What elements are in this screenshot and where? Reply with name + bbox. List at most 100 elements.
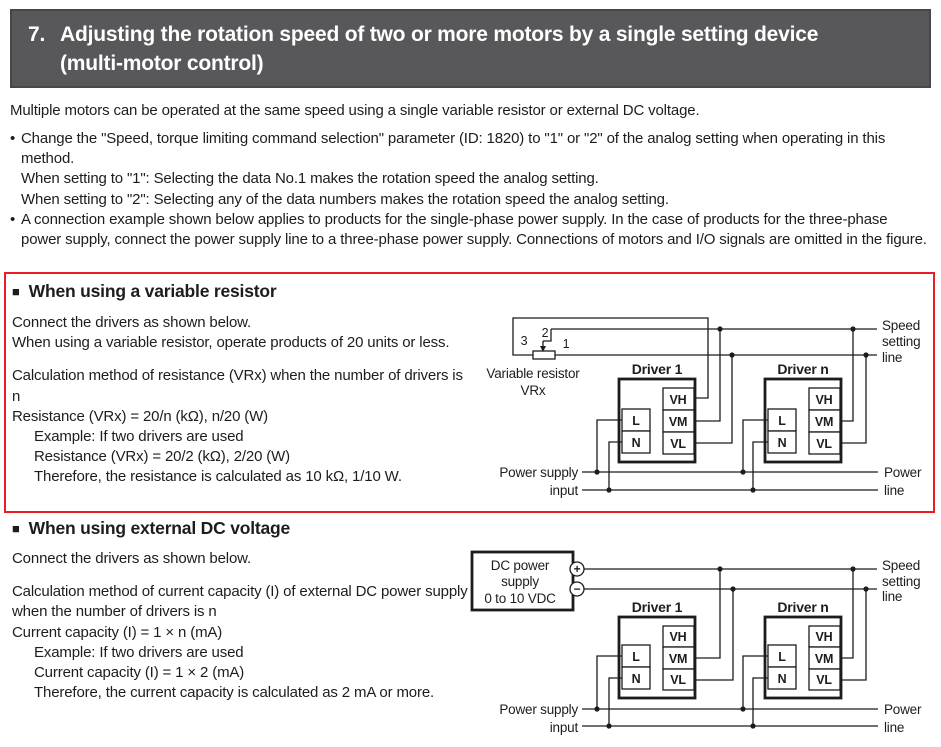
speed-setting-line-label: Speed — [882, 558, 920, 573]
driver1-l-wire — [596, 419, 622, 472]
plus-sign: + — [574, 562, 581, 576]
terminal-vm: VM — [669, 415, 687, 429]
heading-text: When using external DC voltage — [28, 518, 291, 538]
paragraph: Calculation method of current capacity (… — [12, 583, 468, 621]
driver-n-vm-wire — [840, 569, 854, 659]
terminal-vh: VH — [816, 393, 833, 407]
example-line: Therefore, the current capacity is calcu… — [34, 684, 435, 702]
driver-n-vl-wire — [840, 355, 867, 444]
driver-n-vm-wire — [840, 329, 854, 422]
bullet-text: A connection example shown below applies… — [21, 210, 927, 249]
speed-setting-line-label: setting — [882, 574, 920, 589]
heading-external-dc-voltage: ■ When using external DC voltage — [12, 518, 290, 539]
terminal-l: L — [778, 650, 786, 664]
power-supply-label: Power supply — [499, 702, 578, 717]
square-bullet-icon: ■ — [12, 284, 20, 299]
minus-sign: − — [574, 582, 581, 596]
terminal-vm: VM — [815, 415, 833, 429]
dc-supply-label: DC power — [491, 558, 550, 573]
driver-n-l-wire — [742, 419, 768, 472]
section-title-bar: 7. Adjusting the rotation speed of two o… — [10, 9, 931, 88]
terminal-vh: VH — [670, 393, 687, 407]
dc-supply-label: supply — [501, 574, 539, 589]
driver-n-label: Driver n — [777, 599, 828, 615]
example-line: Therefore, the resistance is calculated … — [34, 468, 402, 486]
terminal-vl: VL — [816, 437, 832, 451]
power-line-label: Power — [884, 465, 922, 480]
square-bullet-icon: ■ — [12, 521, 20, 536]
driver-n-vl-wire — [840, 589, 867, 681]
terminal-2-label: 2 — [542, 326, 549, 340]
driver-n-n-wire — [752, 677, 768, 726]
intro-paragraph: Multiple motors can be operated at the s… — [10, 102, 700, 119]
dc-power-supply-block: DC power supply 0 to 10 VDC + − — [470, 550, 585, 612]
power-input-label: input — [550, 483, 579, 498]
example-line: Current capacity (I) = 1 × 2 (mA) — [34, 664, 245, 682]
formula: Current capacity (I) = 1 × n (mA) — [12, 623, 223, 641]
driver1-n-wire — [608, 441, 622, 490]
paragraph: Connect the drivers as shown below. — [12, 550, 252, 567]
bullet-text: Change the "Speed, torque limiting comma… — [21, 130, 886, 168]
terminal-n: N — [778, 436, 787, 450]
variable-resistor-label: Variable resistor — [486, 366, 580, 381]
terminal-vm: VM — [669, 652, 687, 666]
driver-n-block: Driver n L N VH VM VL — [763, 361, 843, 464]
terminal-vl: VL — [670, 437, 686, 451]
section-number: 7. — [28, 23, 46, 46]
power-supply-label: Power supply — [499, 465, 578, 480]
driver-n-l-wire — [742, 655, 768, 709]
speed-setting-line-label: setting — [882, 334, 920, 349]
terminal-vh: VH — [816, 630, 833, 644]
driver-n-n-wire — [752, 441, 768, 490]
terminal-l: L — [632, 414, 640, 428]
terminal-1-label: 1 — [563, 337, 570, 351]
driver1-label: Driver 1 — [632, 599, 683, 615]
speed-setting-line-label: Speed — [882, 318, 920, 333]
bullet-subline-setting1: When setting to "1": Selecting the data … — [21, 170, 599, 188]
speed-setting-line-label: line — [882, 589, 902, 604]
paragraph: Connect the drivers as shown below. — [12, 314, 252, 331]
example-line: Example: If two drivers are used — [34, 428, 244, 446]
dc-supply-label: 0 to 10 VDC — [484, 591, 556, 606]
terminal-3-label: 3 — [521, 334, 528, 348]
driver-n-label: Driver n — [777, 361, 828, 377]
formula: Resistance (VRx) = 20/n (kΩ), n/20 (W) — [12, 407, 269, 425]
intro-bullet-list: • Change the "Speed, torque limiting com… — [10, 129, 931, 250]
driver-n-block: Driver n L N VH VM VL — [763, 599, 843, 700]
driver1-label: Driver 1 — [632, 361, 683, 377]
section-title-line1: Adjusting the rotation speed of two or m… — [60, 23, 819, 46]
driver1-vm-wire — [694, 569, 721, 659]
example-line: Example: If two drivers are used — [34, 643, 244, 661]
power-input-label: input — [550, 720, 579, 735]
section-title-line2: (multi-motor control) — [60, 52, 264, 75]
terminal-n: N — [778, 672, 787, 686]
vrx-label: VRx — [521, 383, 546, 398]
paragraph: Calculation method of resistance (VRx) w… — [12, 367, 463, 405]
driver1-n-wire — [608, 677, 622, 726]
terminal-vl: VL — [670, 673, 686, 687]
power-line-label: Power — [884, 702, 922, 717]
terminal-vh: VH — [670, 630, 687, 644]
heading-text: When using a variable resistor — [28, 281, 277, 301]
terminal-l: L — [632, 650, 640, 664]
paragraph: When using a variable resistor, operate … — [12, 334, 450, 352]
bullet-item-connection: • A connection example shown below appli… — [10, 210, 931, 250]
external-dc-wiring-diagram: DC power supply 0 to 10 VDC + − Driver 1… — [470, 550, 922, 735]
power-line-label: line — [884, 483, 904, 498]
variable-resistor-text: Connect the drivers as shown below. When… — [12, 313, 474, 488]
driver1-vl-wire — [694, 355, 733, 444]
terminal-l: L — [778, 414, 786, 428]
terminal-vm: VM — [815, 652, 833, 666]
bullet-item-parameter: • Change the "Speed, torque limiting com… — [10, 129, 931, 169]
highlight-red-box — [4, 272, 935, 513]
external-dc-text: Connect the drivers as shown below. Calc… — [12, 549, 474, 703]
vh-line — [512, 317, 709, 399]
terminal-n: N — [632, 672, 641, 686]
example-line: Resistance (VRx) = 20/2 (kΩ), 2/20 (W) — [34, 448, 291, 466]
bullet-subline-setting2: When setting to "2": Selecting any of th… — [21, 190, 669, 208]
speed-setting-line-label: line — [882, 350, 902, 365]
driver1-vl-wire — [694, 589, 734, 681]
power-line-label: line — [884, 720, 904, 735]
bullet-marker: • — [10, 130, 16, 147]
